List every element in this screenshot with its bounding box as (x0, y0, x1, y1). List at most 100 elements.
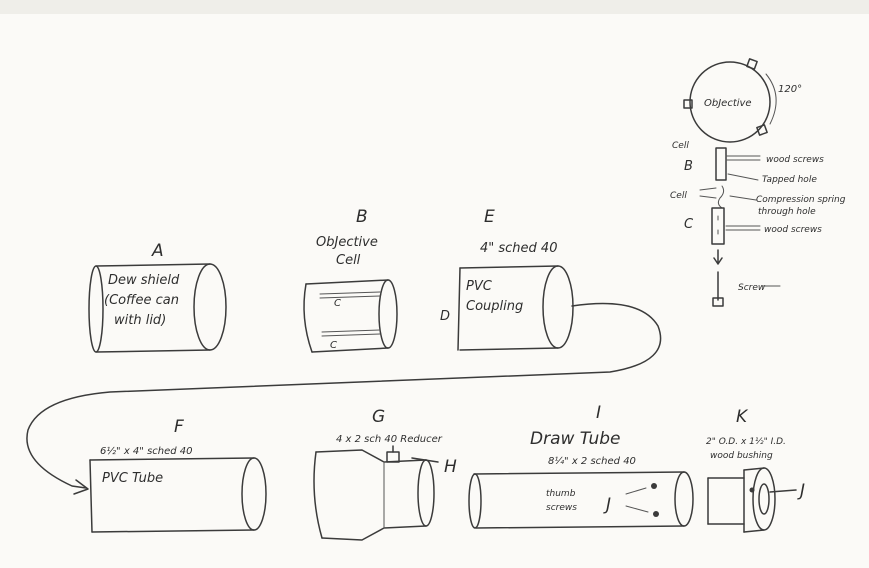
part-a-label-2: (Coffee can (104, 293, 179, 308)
part-f-letter: F (174, 417, 184, 437)
part-i-thumb-label-2: screws (546, 503, 577, 513)
detail-screw-arrow (713, 249, 723, 265)
part-f-bottom-edge (91, 529, 255, 533)
part-a-top-edge (95, 263, 211, 267)
part-k-bore (758, 483, 770, 515)
part-k-letter: K (736, 407, 749, 427)
part-f-right-end (241, 457, 267, 531)
part-k-screw-hole (749, 487, 755, 493)
part-a-label-1: Dew shield (108, 273, 180, 288)
detail-screw-head (712, 297, 724, 307)
part-e-spec: 4" sched 40 (480, 241, 557, 256)
part-a-right-end (193, 263, 227, 351)
assembly-flow-arrowhead (73, 479, 89, 495)
part-b-label-2: Cell (336, 253, 361, 268)
detail-b-block (715, 147, 727, 181)
part-k-j-pointer (769, 489, 797, 493)
detail-top-screw-line (725, 155, 761, 161)
part-g-spec: 4 x 2 sch 40 Reducer (336, 434, 443, 445)
detail-cell-label: Cell (672, 141, 689, 151)
detail-wood-screws-top: wood screws (766, 155, 824, 165)
detail-angle-arc (765, 73, 777, 125)
part-f-body-label: PVC Tube (102, 471, 163, 486)
part-b-c-top: C (334, 298, 341, 309)
part-b-right-end (378, 279, 398, 349)
part-i-thumb-label-1: thumb (546, 489, 576, 499)
part-b-c-bottom: C (330, 340, 337, 351)
part-i-spec: 8¼" x 2 sched 40 (548, 455, 636, 467)
detail-bottom-screw-line (725, 225, 761, 231)
part-a-letter: A (151, 241, 164, 261)
detail-through-hole: through hole (758, 207, 816, 217)
paper-top-edge (0, 0, 869, 14)
part-i-bottom-edge (475, 525, 685, 529)
part-g-letter: G (372, 407, 385, 427)
part-i-top-edge (473, 471, 685, 475)
part-e-top-edge (459, 265, 559, 269)
part-b: B ObJective Cell C C (303, 207, 398, 353)
part-e: E 4" sched 40 PVC Coupling D (440, 207, 574, 351)
part-b-letter: B (356, 207, 368, 227)
part-i-right-end (674, 471, 694, 527)
part-k: K 2" O.D. x 1½" I.D. wood bushing J (706, 407, 805, 533)
part-e-left-end (457, 267, 461, 351)
part-i-screw-hole-top (651, 483, 657, 489)
part-k-j-marker: J (797, 481, 805, 501)
part-a: A Dew shield (Coffee can with lid) (88, 241, 227, 353)
detail-spring (717, 185, 725, 209)
detail-screw-tab-right (756, 124, 768, 136)
part-e-label-2: Coupling (466, 299, 523, 314)
detail-tapped-pointer (727, 173, 759, 181)
part-g-h-pointer (411, 457, 439, 463)
part-k-collar-end (752, 467, 776, 531)
detail-b-marker: B (684, 159, 693, 174)
part-i-screw-arrows (625, 487, 649, 513)
detail-tapped-hole: Tapped hole (762, 175, 817, 185)
part-f: F 6½" x 4" sched 40 PVC Tube (89, 417, 267, 533)
detail-angle-label: 120° (778, 84, 802, 95)
part-b-top-screw (319, 291, 381, 299)
detail-spring-pointer (729, 195, 757, 201)
part-i-screw-hole-bottom (653, 511, 659, 517)
part-f-spec: 6½" x 4" sched 40 (100, 445, 193, 457)
part-b-bottom-edge (311, 347, 389, 353)
part-k-spec-1: 2" O.D. x 1½" I.D. (706, 437, 786, 447)
detail-c-block (711, 207, 725, 245)
part-i-letter: I (596, 403, 601, 423)
part-g-bottom-edge (321, 525, 427, 541)
part-g-h-marker: H (444, 457, 457, 477)
part-k-spec-2: wood bushing (710, 451, 773, 461)
part-i: I Draw Tube 8¼" x 2 sched 40 thumb screw… (468, 403, 694, 529)
part-b-top-edge (305, 279, 389, 285)
part-k-small-tube (707, 477, 745, 525)
detail-objective-label: ObJective (704, 98, 752, 109)
part-g: G 4 x 2 sch 40 Reducer H (313, 407, 457, 541)
part-g-thumb-screw (386, 451, 400, 463)
part-g-left-end (313, 451, 323, 539)
assembly-flow-arrow (26, 302, 662, 489)
part-a-bottom-edge (95, 349, 211, 353)
detail-wood-screws-bottom: wood screws (764, 225, 822, 235)
part-g-right-end (417, 459, 435, 527)
detail-screw-tab-left (683, 99, 693, 109)
detail-screw-tab-top (746, 58, 758, 70)
part-f-left-end (89, 459, 93, 533)
part-f-top-edge (89, 457, 255, 461)
part-a-left-end (88, 265, 104, 353)
part-i-j-marker: J (603, 495, 611, 515)
detail-compression-spring: Compression spring (756, 195, 846, 205)
part-i-left-end (468, 473, 482, 529)
part-b-left-end (303, 283, 313, 353)
objective-cell-detail: ObJective 120° Cell B wood screws Tapped… (670, 58, 846, 307)
part-i-title: Draw Tube (530, 429, 621, 449)
part-e-bottom-edge (459, 347, 559, 351)
detail-cell2-label: Cell (670, 191, 687, 201)
detail-cell-divider (699, 187, 717, 199)
detail-screw-label: Screw (738, 283, 766, 293)
part-k-collar-edges (743, 467, 765, 533)
part-e-d-marker: D (440, 309, 450, 324)
detail-objective-circle (689, 61, 771, 143)
part-e-letter: E (484, 207, 495, 227)
